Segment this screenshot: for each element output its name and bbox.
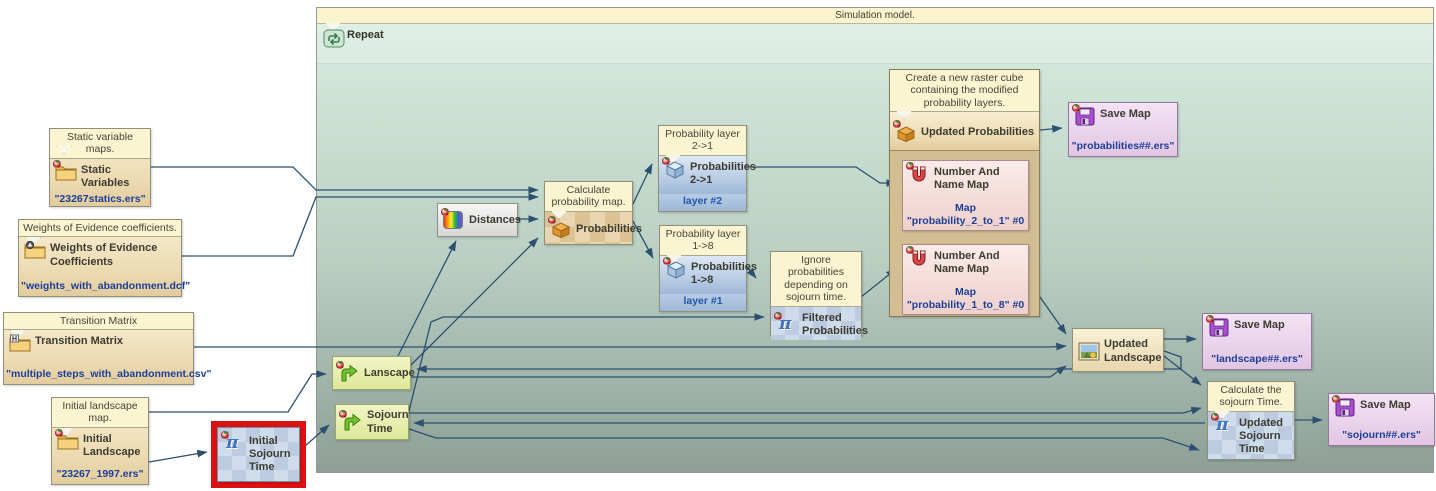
node-label: Updated Probabilities bbox=[921, 126, 1035, 139]
open-box-icon bbox=[548, 216, 572, 239]
node-label: Transition Matrix bbox=[35, 335, 124, 348]
node-label: Lanscape bbox=[364, 366, 415, 379]
container-title[interactable]: Simulation model. bbox=[317, 8, 1433, 24]
node-comment: Create a new raster cube containing the … bbox=[890, 70, 1039, 113]
node-label: Initial Landscape bbox=[83, 432, 141, 458]
mux-arrow-icon bbox=[336, 360, 360, 383]
node-label: Distances bbox=[469, 214, 521, 227]
node-label: Number And Name Map bbox=[934, 250, 1000, 276]
node-comment: Ignore probabilities depending on sojour… bbox=[771, 252, 861, 307]
node-initial-sojourn-time[interactable]: π Initial Sojourn Time bbox=[217, 427, 300, 482]
node-label: Updated Sojourn Time bbox=[1239, 416, 1283, 456]
landscape-image-icon bbox=[1078, 342, 1100, 361]
node-label: Probabilities bbox=[576, 222, 643, 235]
floppy-disk-icon bbox=[1332, 395, 1356, 417]
node-updated-probabilities[interactable]: Create a new raster cube containing the … bbox=[889, 69, 1040, 317]
node-label: Filtered Probabilities bbox=[802, 311, 869, 337]
open-box-icon bbox=[893, 119, 917, 142]
repeat-header-band[interactable]: Repeat bbox=[317, 23, 1433, 64]
node-weights-of-evidence[interactable]: Weights of Evidence coefficients. Weight… bbox=[18, 219, 191, 297]
repeat-label: Repeat bbox=[347, 29, 384, 41]
node-probabilities-2-1[interactable]: Probability layer 2->1 Probabilities 2->… bbox=[658, 125, 756, 212]
magnet-icon bbox=[906, 246, 930, 268]
distance-rainbow-icon bbox=[441, 208, 465, 230]
node-label: Save Map bbox=[1360, 399, 1411, 411]
node-updated-sojourn-time[interactable]: Calculate the sojourn Time. π Updated So… bbox=[1207, 381, 1295, 460]
node-static-variables[interactable]: Static variable maps. Static Variables "… bbox=[49, 128, 151, 207]
node-transition-matrix[interactable]: Transition Matrix H Transition Matrix "m… bbox=[3, 312, 212, 385]
cube-icon bbox=[663, 256, 687, 279]
node-comment: Initial landscape map. bbox=[52, 398, 148, 428]
node-label: Sojourn Time bbox=[367, 409, 409, 435]
node-comment: Static variable maps. bbox=[50, 129, 150, 159]
node-value: Map "probability_1_to_8" #0 bbox=[906, 285, 1025, 311]
node-label: Probabilities 2->1 bbox=[690, 160, 757, 186]
node-value: "sojourn##.ers" bbox=[1342, 429, 1421, 442]
node-value: "multiple_steps_with_abandonment.csv" bbox=[6, 368, 212, 381]
node-number-name-map-2[interactable]: Number And Name Map Map "probability_1_t… bbox=[902, 244, 1029, 316]
node-label: Probabilities 1->8 bbox=[691, 260, 758, 286]
magnet-icon bbox=[906, 162, 930, 184]
node-label: Save Map bbox=[1234, 319, 1285, 331]
cube-icon bbox=[662, 156, 686, 179]
node-value: layer #1 bbox=[660, 294, 746, 311]
node-label: Save Map bbox=[1100, 108, 1151, 120]
svg-text:H: H bbox=[12, 336, 17, 343]
node-label: Number And Name Map bbox=[934, 166, 1000, 192]
node-probabilities-1-8[interactable]: Probability layer 1->8 Probabilities 1->… bbox=[659, 225, 757, 312]
node-initial-landscape[interactable]: Initial landscape map. Initial Landscape… bbox=[51, 397, 149, 485]
landscape-folder-icon bbox=[55, 428, 79, 451]
node-updated-landscape[interactable]: Updated Landscape bbox=[1072, 328, 1164, 372]
node-value: "23267_1997.ers" bbox=[56, 468, 144, 481]
pi-icon: π bbox=[1211, 412, 1235, 435]
raster-cube-body: Number And Name Map Map "probability_2_t… bbox=[890, 151, 1039, 316]
selection-highlight bbox=[211, 421, 306, 488]
node-value: "probabilities##.ers" bbox=[1071, 140, 1175, 153]
pi-icon: π bbox=[221, 431, 245, 453]
node-label: Initial Sojourn Time bbox=[249, 435, 291, 474]
node-comment: Calculate probability map. bbox=[545, 182, 632, 212]
node-comment: Calculate the sojourn Time. bbox=[1208, 382, 1294, 412]
repeat-icon bbox=[323, 29, 345, 49]
node-label: Weights of Evidence Coefficients bbox=[50, 242, 158, 268]
node-distances[interactable]: Distances bbox=[437, 203, 521, 237]
map-folder-icon bbox=[53, 159, 77, 182]
pi-icon: π bbox=[774, 311, 798, 334]
floppy-disk-icon bbox=[1206, 315, 1230, 337]
weights-folder-icon bbox=[24, 241, 46, 260]
node-filtered-probabilities[interactable]: Ignore probabilities depending on sojour… bbox=[770, 251, 868, 340]
node-save-map-sojourn[interactable]: Save Map "sojourn##.ers" bbox=[1328, 393, 1435, 446]
matrix-folder-icon: H bbox=[9, 334, 31, 353]
node-save-map-landscape[interactable]: Save Map "landscape##.ers" bbox=[1202, 313, 1312, 370]
node-comment: Transition Matrix bbox=[4, 313, 193, 331]
node-sojourn-time-mux[interactable]: Sojourn Time bbox=[335, 404, 409, 440]
floppy-disk-icon bbox=[1072, 104, 1096, 126]
mux-arrow-icon bbox=[339, 409, 363, 432]
node-value: "23267statics.ers" bbox=[54, 193, 146, 206]
node-comment: Probability layer 1->8 bbox=[660, 226, 746, 256]
node-probabilities[interactable]: Calculate probability map. Probabilities bbox=[544, 181, 642, 245]
node-label: Static Variables bbox=[81, 163, 130, 189]
node-label: Updated Landscape bbox=[1104, 338, 1162, 364]
node-lanscape-mux[interactable]: Lanscape bbox=[332, 356, 415, 390]
node-comment: Weights of Evidence coefficients. bbox=[19, 220, 181, 238]
node-save-map-probabilities[interactable]: Save Map "probabilities##.ers" bbox=[1068, 102, 1178, 157]
node-number-name-map-1[interactable]: Number And Name Map Map "probability_2_t… bbox=[902, 160, 1029, 232]
node-value: Map "probability_2_to_1" #0 bbox=[906, 201, 1025, 227]
node-value: layer #2 bbox=[659, 194, 746, 211]
node-comment: Probability layer 2->1 bbox=[659, 126, 746, 156]
node-value: "weights_with_abandonment.dcf" bbox=[21, 280, 191, 293]
node-value: "landscape##.ers" bbox=[1211, 353, 1303, 366]
